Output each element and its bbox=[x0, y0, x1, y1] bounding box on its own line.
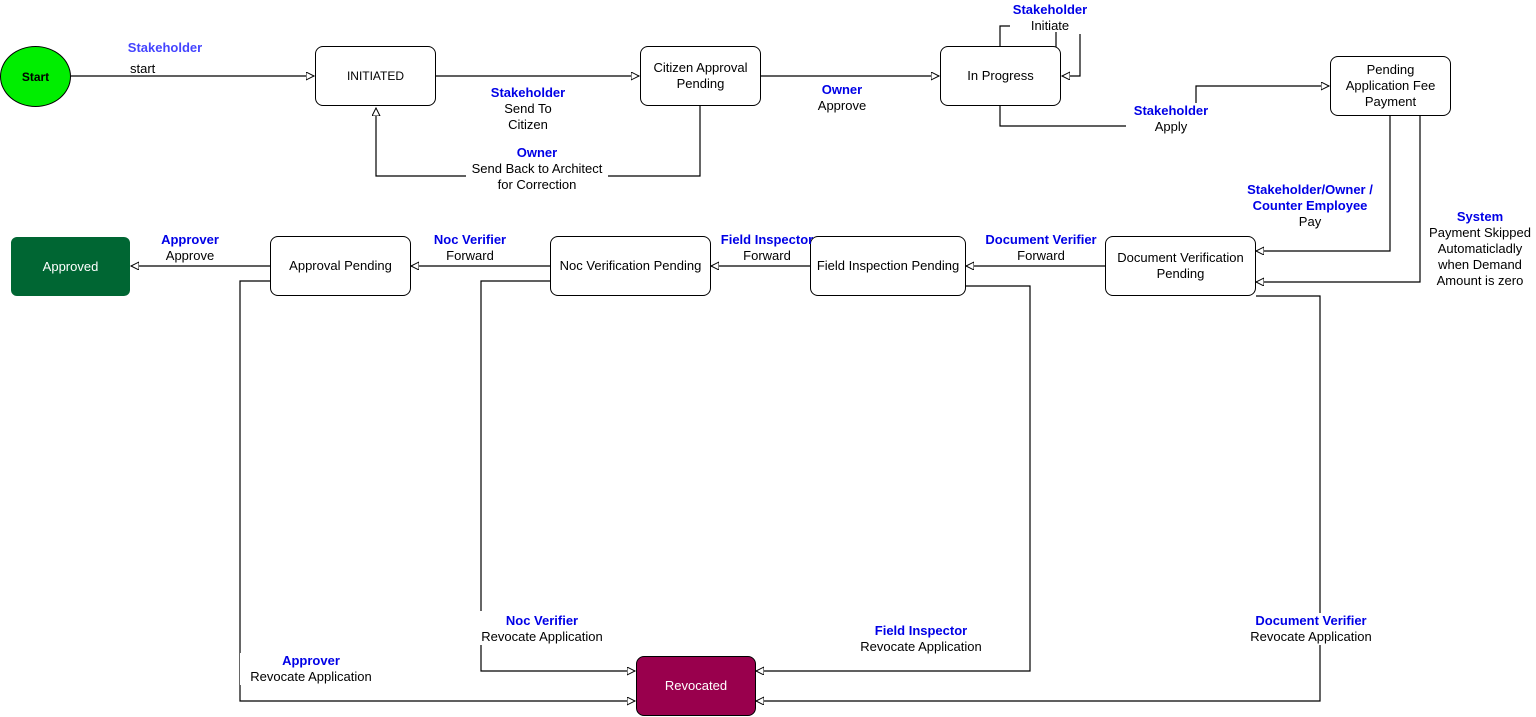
action-text: Approve bbox=[165, 248, 215, 263]
role-text: Stakeholder bbox=[490, 85, 566, 100]
action-text: start bbox=[130, 61, 156, 76]
action-text: Revocate Application bbox=[1250, 629, 1372, 644]
edge-noc-revoke bbox=[480, 280, 635, 671]
role-text: Document Verifier bbox=[985, 232, 1097, 247]
role-text: Owner bbox=[821, 82, 863, 97]
label-start: Stakeholder start bbox=[120, 40, 210, 77]
edge-field-revoke bbox=[756, 285, 1031, 671]
action-text: Approve bbox=[817, 98, 867, 113]
approved-node[interactable]: Approved bbox=[11, 237, 130, 296]
role-text: Stakeholder bbox=[1133, 103, 1209, 118]
role-text: Field Inspector bbox=[720, 232, 814, 247]
action-text: Revocate Application bbox=[481, 629, 603, 644]
action-text: Send To Citizen bbox=[504, 101, 552, 132]
role-text: Document Verifier bbox=[1255, 613, 1367, 628]
action-text: Initiate bbox=[1030, 18, 1070, 33]
start-node[interactable]: Start bbox=[0, 46, 71, 107]
role-text: Field Inspector bbox=[874, 623, 968, 638]
initiated-node[interactable]: INITIATED bbox=[315, 46, 436, 106]
role-text: Noc Verifier bbox=[433, 232, 507, 247]
action-text: Forward bbox=[446, 248, 494, 263]
action-text: Payment Skipped Automaticladly when Dema… bbox=[1429, 225, 1531, 288]
action-text: Forward bbox=[743, 248, 791, 263]
label-field-revoke: Field Inspector Revocate Application bbox=[850, 623, 992, 655]
role-text: Noc Verifier bbox=[505, 613, 579, 628]
noc-verification-pending-node[interactable]: Noc Verification Pending bbox=[550, 236, 711, 296]
label-approver-revoke: Approver Revocate Application bbox=[240, 653, 382, 685]
document-verification-pending-node[interactable]: Document Verification Pending bbox=[1105, 236, 1256, 296]
role-text: Approver bbox=[161, 232, 219, 247]
label-pay: Stakeholder/Owner / Counter Employee Pay bbox=[1236, 182, 1384, 230]
label-field-forward: Field Inspector Forward bbox=[715, 232, 819, 264]
action-text: Revocate Application bbox=[250, 669, 372, 684]
label-apply: Stakeholder Apply bbox=[1126, 103, 1216, 135]
action-text: Revocate Application bbox=[860, 639, 982, 654]
edge-inprogress-pending bbox=[999, 86, 1329, 127]
approval-pending-node[interactable]: Approval Pending bbox=[270, 236, 411, 296]
edge-approver-revoke bbox=[239, 280, 635, 701]
role-text: Stakeholder/Owner / Counter Employee bbox=[1247, 182, 1373, 213]
edge-pay bbox=[1256, 116, 1391, 251]
revocated-node[interactable]: Revocated bbox=[636, 656, 756, 716]
label-approver-approve: Approver Approve bbox=[150, 232, 230, 264]
action-text: Send Back to Architect for Correction bbox=[471, 161, 603, 192]
field-inspection-pending-node[interactable]: Field Inspection Pending bbox=[810, 236, 966, 296]
label-owner-approve: Owner Approve bbox=[800, 82, 884, 114]
role-text: Stakeholder bbox=[1012, 2, 1088, 17]
action-text: Forward bbox=[1017, 248, 1065, 263]
label-send-to-citizen: Stakeholder Send To Citizen bbox=[478, 85, 578, 133]
in-progress-node[interactable]: In Progress bbox=[940, 46, 1061, 106]
action-text: Pay bbox=[1298, 214, 1322, 229]
role-text: Owner bbox=[516, 145, 558, 160]
label-doc-revoke: Document Verifier Revocate Application bbox=[1240, 613, 1382, 645]
label-initiate: Stakeholder Initiate bbox=[1005, 2, 1095, 34]
role-text: Approver bbox=[282, 653, 340, 668]
role-text: Stakeholder bbox=[127, 40, 203, 55]
pending-fee-payment-node[interactable]: Pending Application Fee Payment bbox=[1330, 56, 1451, 116]
label-system-skip: System Payment Skipped Automaticladly wh… bbox=[1424, 209, 1536, 289]
action-text: Apply bbox=[1154, 119, 1188, 134]
label-doc-forward: Document Verifier Forward bbox=[978, 232, 1104, 264]
label-send-back: Owner Send Back to Architect for Correct… bbox=[466, 145, 608, 193]
citizen-approval-pending-node[interactable]: Citizen Approval Pending bbox=[640, 46, 761, 106]
label-noc-forward: Noc Verifier Forward bbox=[425, 232, 515, 264]
edge-doc-revoke bbox=[756, 295, 1321, 701]
label-noc-revoke: Noc Verifier Revocate Application bbox=[472, 613, 612, 645]
role-text: System bbox=[1456, 209, 1504, 224]
edge-skip bbox=[1256, 116, 1421, 282]
